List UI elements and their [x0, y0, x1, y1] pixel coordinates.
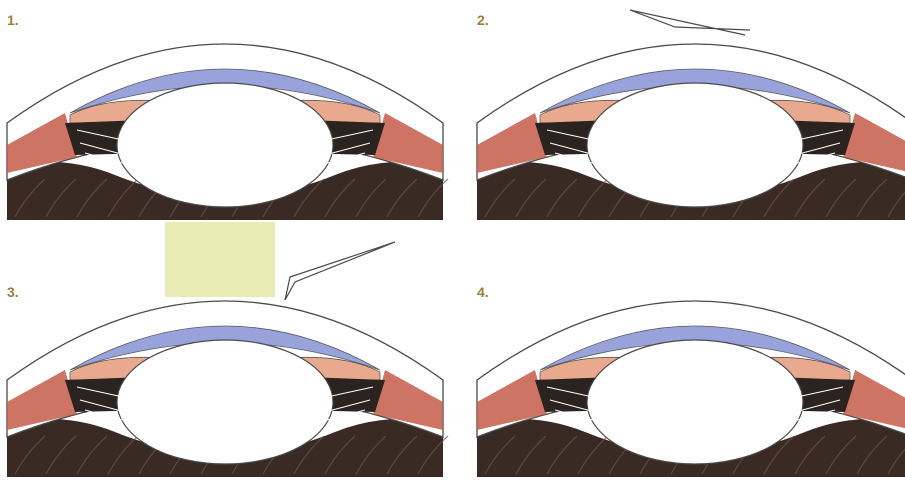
- eye-group: [477, 10, 905, 220]
- eye-diagram-3: [5, 262, 445, 487]
- lens: [117, 340, 333, 464]
- eye-group: [7, 44, 448, 220]
- panel-4: 4.: [475, 262, 905, 487]
- panel-label: 4.: [477, 284, 489, 300]
- eye-diagram-4: [475, 262, 905, 487]
- panel-label: 1.: [7, 12, 19, 28]
- panel-label: 3.: [7, 284, 19, 300]
- panel-3: 3.: [5, 262, 445, 487]
- eye-group: [7, 222, 448, 477]
- needle: [630, 10, 750, 35]
- needle: [285, 242, 395, 300]
- eye-group: [477, 301, 905, 477]
- lens: [587, 340, 803, 464]
- lens: [117, 83, 333, 207]
- green-patch: [165, 222, 275, 297]
- panel-1: 1.: [5, 5, 445, 230]
- panel-label: 2.: [477, 12, 489, 28]
- eye-diagram-2: [475, 5, 905, 230]
- panel-2: 2.: [475, 5, 905, 230]
- eye-diagram-1: [5, 5, 445, 230]
- lens: [587, 83, 803, 207]
